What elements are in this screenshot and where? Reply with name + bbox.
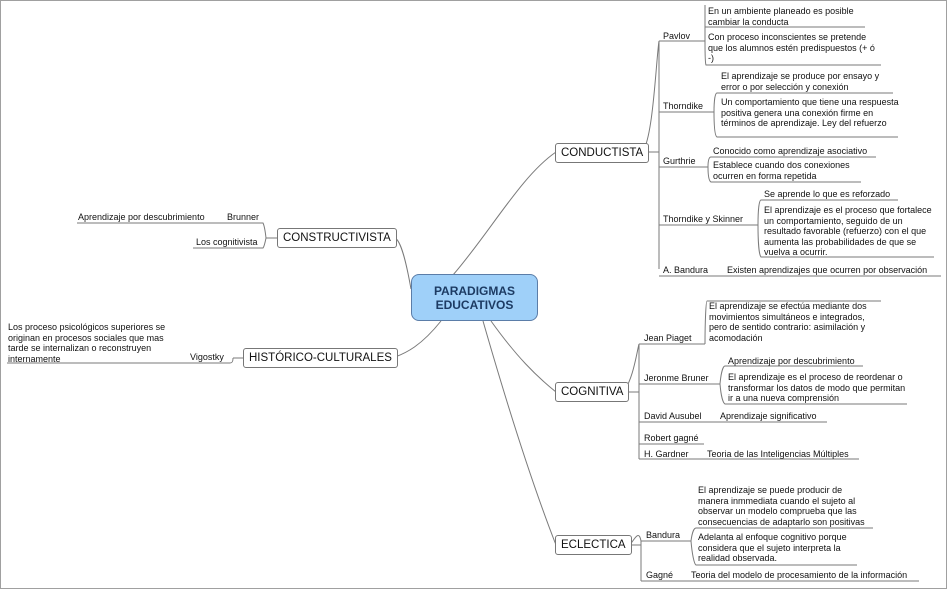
topic-bandura[interactable]: Bandura [646, 530, 681, 540]
note-jean-piaget-1: El aprendizaje se efectúa mediante dos m… [709, 301, 867, 343]
topic-thorndike[interactable]: Thorndike [663, 101, 704, 111]
note-gurthrie-2: Establece cuando dos conexiones ocurren … [713, 160, 850, 181]
note-brunner-1: Aprendizaje por descubrimiento [78, 212, 205, 222]
central-topic[interactable]: PARADIGMAS EDUCATIVOS [411, 274, 538, 321]
central-topic-label: PARADIGMAS EDUCATIVOS [433, 283, 516, 312]
branch-constructivista[interactable]: CONSTRUCTIVISTA [277, 228, 397, 248]
topic-pavlov[interactable]: Pavlov [663, 31, 691, 41]
note-bruner-2: El aprendizaje es el proceso de reordena… [728, 372, 906, 403]
topic-jeronme-bruner[interactable]: Jeronme Bruner [644, 373, 709, 383]
note-pavlov-2: Con proceso inconscientes se pretende qu… [708, 32, 875, 63]
topic-brunner[interactable]: Brunner [227, 212, 260, 222]
topic-thorndike-skinner[interactable]: Thorndike y Skinner [663, 214, 744, 224]
topic-gagne[interactable]: Gagné [646, 570, 674, 580]
note-vigostky-1: Los proceso psicológicos superiores se o… [8, 322, 166, 364]
note-thorndike-skinner-1: Se aprende lo que es reforzado [764, 189, 891, 199]
note-thorndike-2: Un comportamiento que tiene una respuest… [721, 97, 899, 128]
branch-eclectica[interactable]: ECLECTICA [555, 535, 632, 555]
topic-robert-gagne[interactable]: Robert gagné [644, 433, 699, 443]
note-gardner-1: Teoria de las Inteligencias Múltiples [707, 449, 849, 459]
topic-gurthrie[interactable]: Gurthrie [663, 156, 696, 166]
note-thorndike-skinner-2: El aprendizaje es el proceso que fortale… [764, 205, 932, 257]
note-bandura-2: Adelanta al enfoque cognitivo porque con… [698, 532, 847, 563]
note-a-bandura-1: Existen aprendizajes que ocurren por obs… [727, 265, 928, 275]
topic-jean-piaget[interactable]: Jean Piaget [644, 333, 692, 343]
note-bandura-1: El aprendizaje se puede producir de mane… [698, 485, 865, 527]
topic-los-cognitivista[interactable]: Los cognitivista [196, 237, 258, 247]
note-bruner-1: Aprendizaje por descubrimiento [728, 356, 855, 366]
topic-h-gardner[interactable]: H. Gardner [644, 449, 689, 459]
note-ausubel-1: Aprendizaje significativo [720, 411, 817, 421]
note-gurthrie-1: Conocido como aprendizaje asociativo [713, 146, 868, 156]
note-thorndike-1: El aprendizaje se produce por ensayo y e… [721, 71, 880, 92]
branch-historico-culturales[interactable]: HISTÓRICO-CULTURALES [243, 348, 398, 368]
topic-a-bandura[interactable]: A. Bandura [663, 265, 709, 275]
branch-cognitiva[interactable]: COGNITIVA [555, 382, 630, 402]
branch-conductista[interactable]: CONDUCTISTA [555, 143, 650, 163]
note-gagne-1: Teoria del modelo de procesamiento de la… [691, 570, 908, 580]
note-pavlov-1: En un ambiente planeado es posible cambi… [708, 6, 854, 27]
topic-david-ausubel[interactable]: David Ausubel [644, 411, 702, 421]
topic-vigostky[interactable]: Vigostky [190, 352, 224, 362]
